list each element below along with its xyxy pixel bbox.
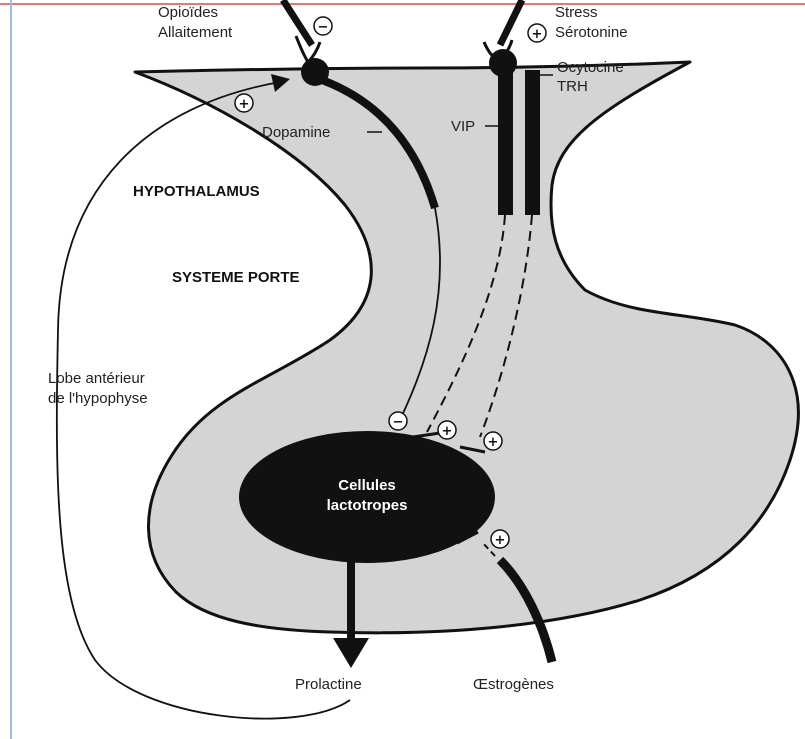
label-lactotropes: lactotropes (327, 497, 408, 514)
label-stress: Stress (555, 4, 598, 21)
stress-sign: + (532, 27, 543, 42)
opioides-sign: − (318, 20, 329, 35)
label-hypothalamus: HYPOTHALAMUS (133, 183, 260, 200)
label-opioides: Opioïdes (158, 4, 218, 21)
label-vip: VIP (451, 118, 475, 135)
label-lobe-line1: Lobe antérieur (48, 370, 145, 387)
prolactine-arrow-head (333, 638, 369, 668)
label-ocytocine: Ocytocine (557, 59, 624, 76)
label-prolactine: Prolactine (295, 676, 362, 693)
label-serotonine: Sérotonine (555, 24, 628, 41)
label-oestrogenes: Œstrogènes (473, 676, 554, 693)
hypothalamus-pituitary-shape (135, 62, 798, 633)
label-cellules: Cellules (338, 477, 396, 494)
label-dopamine: Dopamine (262, 124, 330, 141)
label-systeme-porte: SYSTEME PORTE (172, 269, 300, 286)
feedback-sign: + (239, 97, 250, 112)
trh-end-sign: + (488, 435, 499, 450)
label-lobe-line2: de l'hypophyse (48, 390, 148, 407)
prolactine-shaft (347, 560, 355, 640)
trh-fiber (525, 70, 540, 215)
oestrogenes-end-sign: + (495, 533, 506, 548)
vip-end-sign: + (442, 424, 453, 439)
label-allaitement: Allaitement (158, 24, 233, 41)
vip-fiber (498, 70, 513, 215)
label-trh: TRH (557, 78, 588, 95)
dopamine-end-sign: − (393, 415, 404, 430)
